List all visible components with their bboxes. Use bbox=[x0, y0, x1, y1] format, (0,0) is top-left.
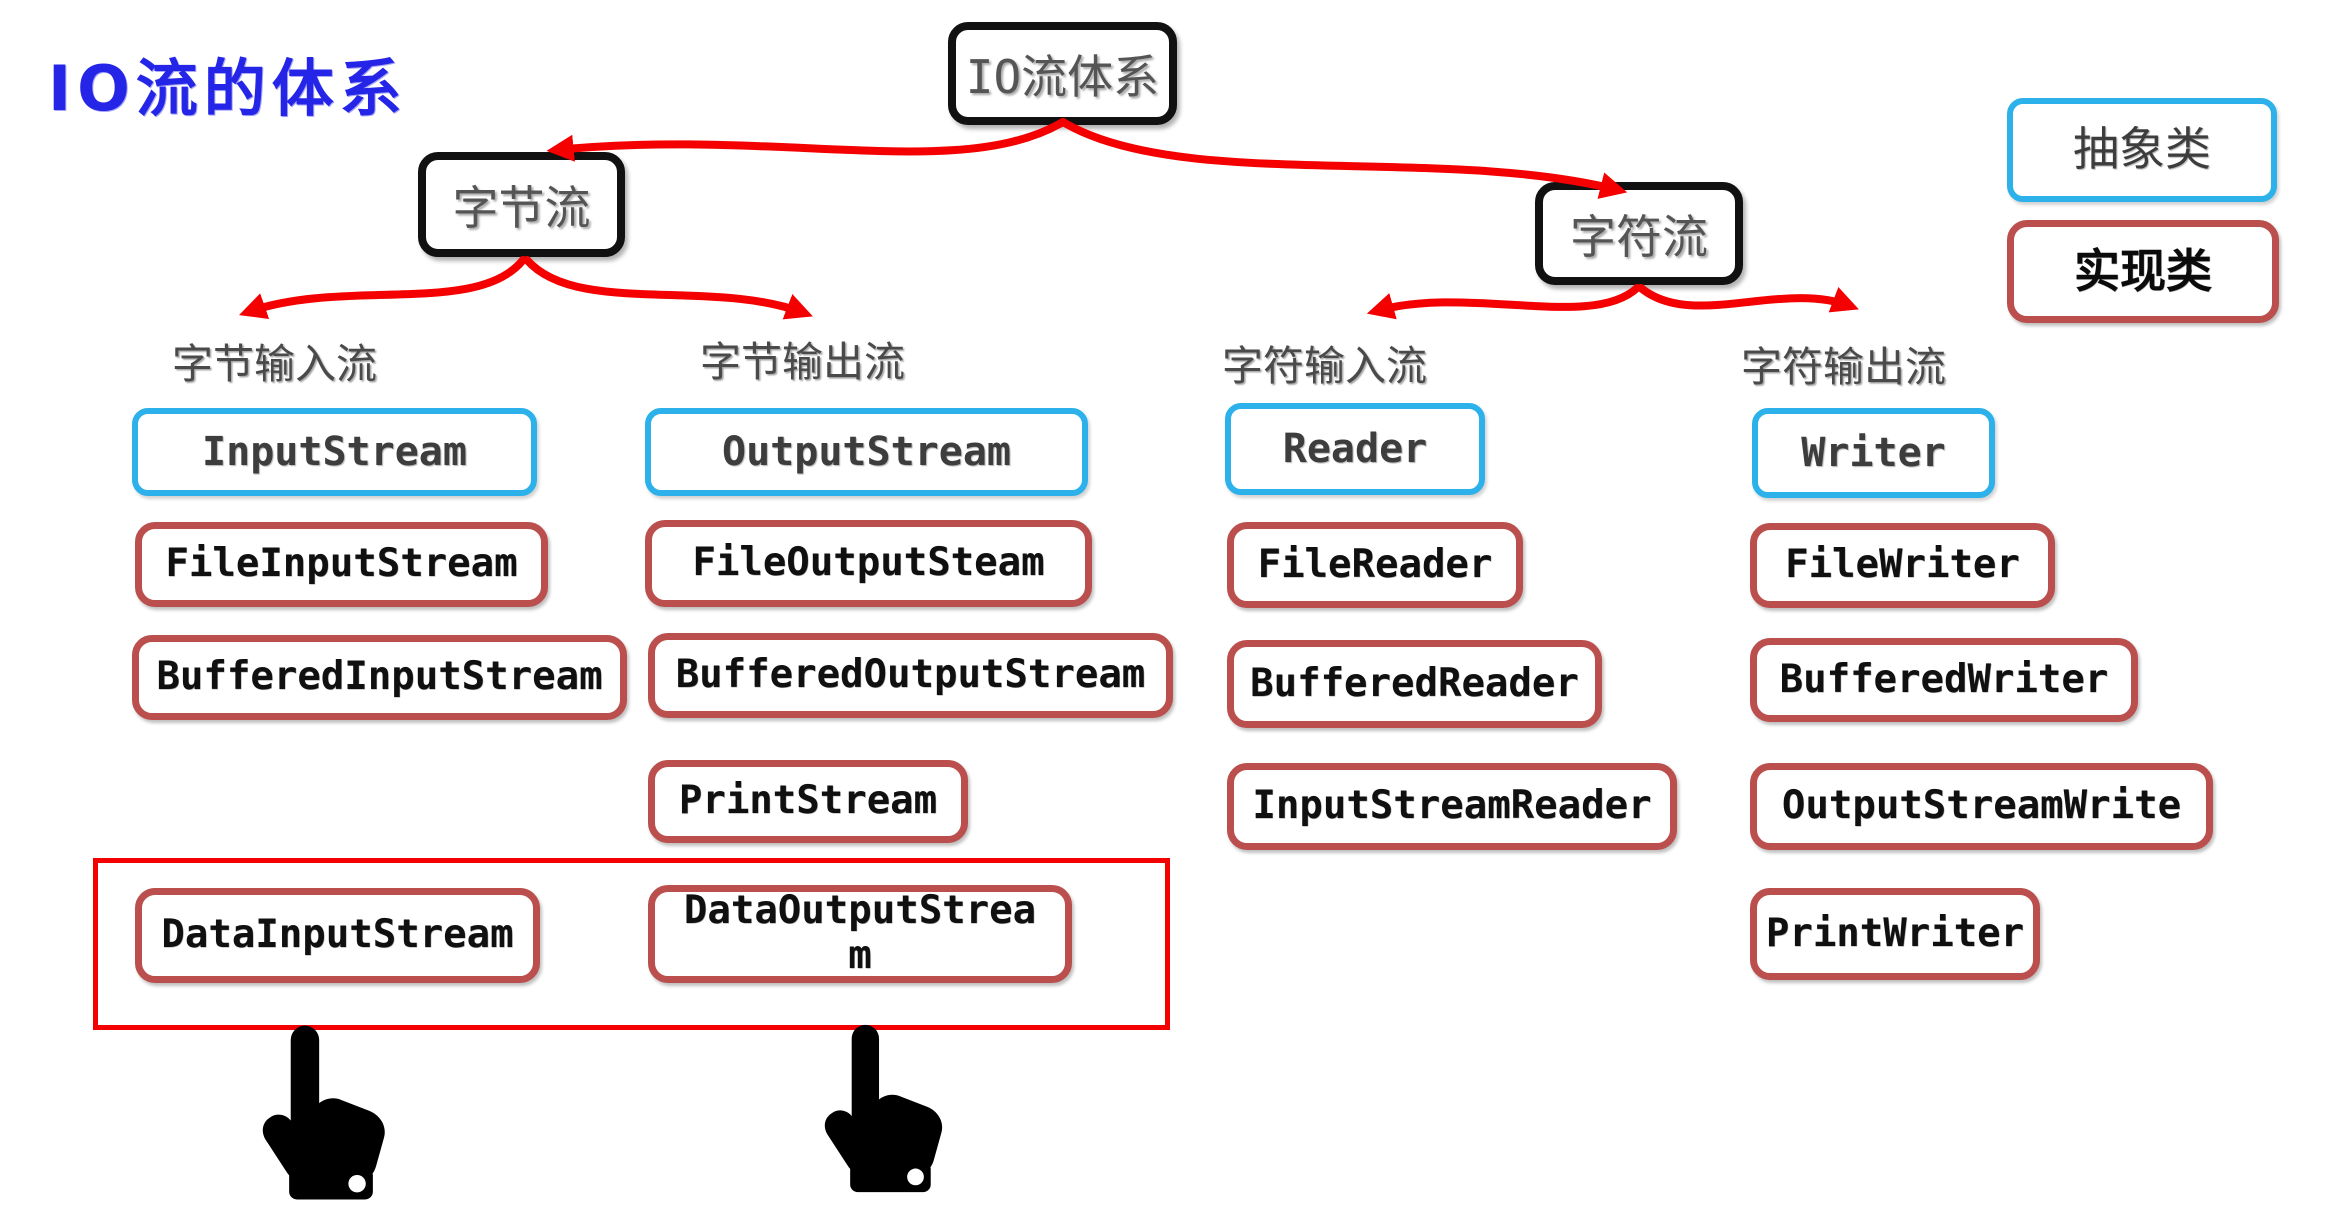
pointing-hand-icon bbox=[262, 1025, 385, 1200]
class-box-reader: Reader bbox=[1225, 403, 1485, 495]
class-box-dataoutputstream: DataOutputStrea m bbox=[648, 885, 1072, 983]
class-box-bufferedinputstream: BufferedInputStream bbox=[132, 635, 627, 720]
tree-node-char-stream: 字符流 bbox=[1535, 182, 1743, 285]
arrow-char-stream-to-char-input bbox=[1366, 284, 1641, 320]
class-box-printstream: PrintStream bbox=[648, 760, 968, 843]
legend-implementation-class: 实现类 bbox=[2007, 220, 2279, 323]
class-box-fileoutputsteam: FileOutputSteam bbox=[645, 520, 1092, 607]
arrow-byte-stream-to-byte-input bbox=[239, 256, 527, 320]
arrow-byte-stream-to-byte-output bbox=[523, 256, 813, 320]
tree-node-io-root-label: IO流体系 bbox=[965, 49, 1160, 104]
class-box-bufferedoutputstream: BufferedOutputStream bbox=[648, 633, 1173, 718]
column-header-byte-output: 字节输出流 bbox=[700, 339, 905, 385]
class-box-fileinputstream: FileInputStream bbox=[135, 522, 548, 607]
column-header-char-input: 字符输入流 bbox=[1222, 343, 1427, 389]
tree-node-io-root: IO流体系 bbox=[948, 22, 1177, 125]
pointing-hand-icon bbox=[824, 1024, 943, 1193]
class-box-inputstreamreader: InputStreamReader bbox=[1227, 763, 1677, 850]
legend-abstract-class: 抽象类 bbox=[2007, 98, 2277, 202]
class-box-datainputstream: DataInputStream bbox=[135, 888, 540, 983]
tree-node-byte-stream: 字节流 bbox=[418, 152, 625, 257]
highlight-rectangle bbox=[93, 858, 1170, 1030]
tree-node-char-stream-label: 字符流 bbox=[1570, 211, 1708, 263]
tree-node-byte-stream-label: 字节流 bbox=[452, 182, 591, 234]
class-box-filereader: FileReader bbox=[1227, 522, 1523, 608]
column-header-byte-input: 字节输入流 bbox=[172, 341, 377, 387]
column-header-char-output: 字符输出流 bbox=[1741, 344, 1946, 390]
arrow-root-to-char-stream bbox=[1059, 118, 1628, 199]
class-box-printwriter: PrintWriter bbox=[1750, 888, 2040, 980]
arrow-char-stream-to-char-output bbox=[1637, 284, 1859, 313]
arrow-root-to-byte-stream bbox=[546, 118, 1067, 162]
class-box-inputstream: InputStream bbox=[132, 408, 537, 496]
class-box-writer: Writer bbox=[1752, 408, 1995, 498]
class-box-outputstreamwrite: OutputStreamWrite bbox=[1750, 763, 2213, 850]
class-box-outputstream: OutputStream bbox=[645, 408, 1088, 496]
page-title: IO流的体系 bbox=[48, 52, 408, 125]
class-box-bufferedreader: BufferedReader bbox=[1227, 640, 1602, 728]
class-box-filewriter: FileWriter bbox=[1750, 523, 2055, 608]
class-box-bufferedwriter: BufferedWriter bbox=[1750, 638, 2138, 722]
